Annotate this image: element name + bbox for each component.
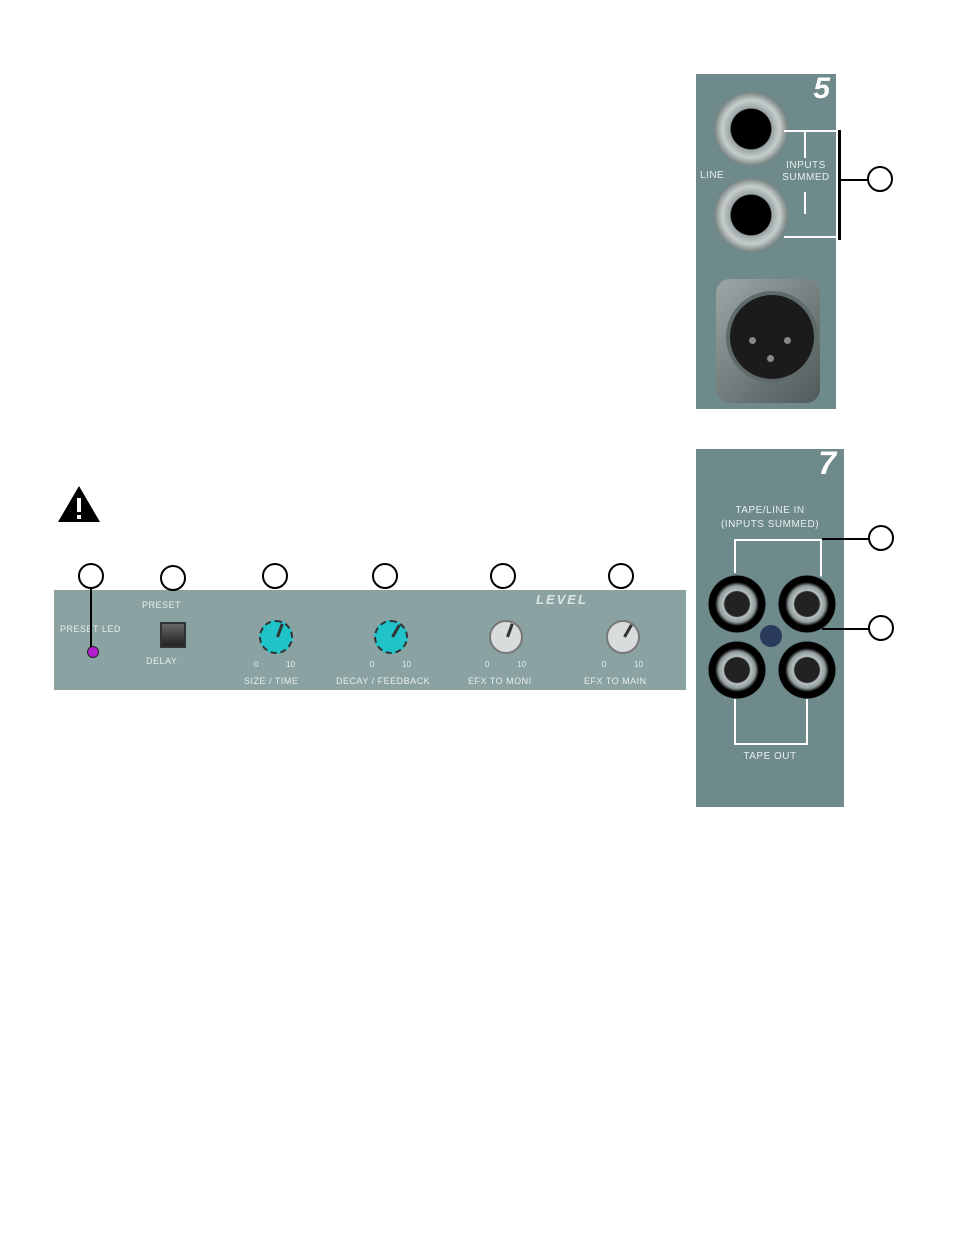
preset-led	[87, 646, 99, 658]
bracket-line	[804, 192, 806, 214]
callout-circle	[868, 615, 894, 641]
callout-circle	[867, 166, 893, 192]
input-panel-5: 5 LINE INPUTS SUMMED	[696, 72, 836, 409]
inputs-summed-label: INPUTS SUMMED	[776, 160, 836, 184]
knob-max-label: 10	[634, 660, 643, 669]
decay-feedback-knob[interactable]	[374, 620, 408, 654]
efx-to-moni-knob[interactable]	[489, 620, 523, 654]
callout-circle	[160, 565, 186, 591]
callout-circle	[262, 563, 288, 589]
tape-in-jack-left[interactable]	[706, 573, 768, 635]
xlr-jack[interactable]	[716, 279, 820, 403]
efx-to-moni-label: EFX TO MONI	[468, 676, 532, 686]
preset-label: PRESET	[142, 600, 182, 610]
preset-delay-switch[interactable]	[160, 622, 186, 648]
tape-out-jack-left[interactable]	[706, 639, 768, 701]
bracket	[734, 539, 822, 579]
tape-out-label: TAPE OUT	[743, 751, 797, 762]
warning-icon	[58, 486, 100, 522]
bracket-line	[784, 236, 836, 238]
callout-circle	[490, 563, 516, 589]
efx-to-main-knob[interactable]	[606, 620, 640, 654]
callout-circle	[78, 563, 104, 589]
level-label: LEVEL	[536, 592, 588, 607]
callout-leader	[838, 130, 841, 240]
knob-min-label: 0	[254, 660, 259, 669]
inputs-summed-text: INPUTS SUMMED	[782, 160, 830, 183]
tape-in-jack-right[interactable]	[776, 573, 838, 635]
inputs-summed-label: (INPUTS SUMMED)	[720, 519, 820, 530]
callout-circle	[372, 563, 398, 589]
callout-leader	[822, 628, 870, 630]
size-time-knob[interactable]	[259, 620, 293, 654]
tape-line-in-label: TAPE/LINE IN	[735, 505, 805, 516]
callout-leader	[822, 538, 870, 540]
knob-min-label: 0	[602, 660, 607, 669]
knob-max-label: 10	[286, 660, 295, 669]
tape-out-jack-right[interactable]	[776, 639, 838, 701]
bracket-line	[784, 130, 836, 132]
panel-number: 5	[813, 72, 830, 105]
callout-circle	[868, 525, 894, 551]
line-jack-top[interactable]	[714, 92, 788, 166]
knob-max-label: 10	[517, 660, 526, 669]
line-jack-bottom[interactable]	[714, 178, 788, 252]
line-label: LINE	[700, 170, 725, 181]
bracket	[734, 699, 808, 745]
bracket-line	[804, 130, 806, 158]
decay-feedback-label: DECAY / FEEDBACK	[336, 676, 431, 686]
callout-leader	[90, 589, 92, 647]
delay-label: DELAY	[146, 656, 178, 666]
size-time-label: SIZE / TIME	[244, 676, 299, 686]
efx-to-main-label: EFX TO MAIN	[584, 676, 647, 686]
effects-control-strip: LEVEL PRESET LED PRESET DELAY 0 10 SIZE …	[54, 590, 686, 690]
tape-panel-7: 7 TAPE/LINE IN (INPUTS SUMMED) TAPE OUT	[696, 445, 844, 807]
panel-number: 7	[818, 445, 836, 481]
knob-min-label: 0	[370, 660, 375, 669]
callout-leader	[838, 179, 868, 181]
knob-min-label: 0	[485, 660, 490, 669]
callout-circle	[608, 563, 634, 589]
center-nut	[760, 625, 782, 647]
knob-max-label: 10	[402, 660, 411, 669]
